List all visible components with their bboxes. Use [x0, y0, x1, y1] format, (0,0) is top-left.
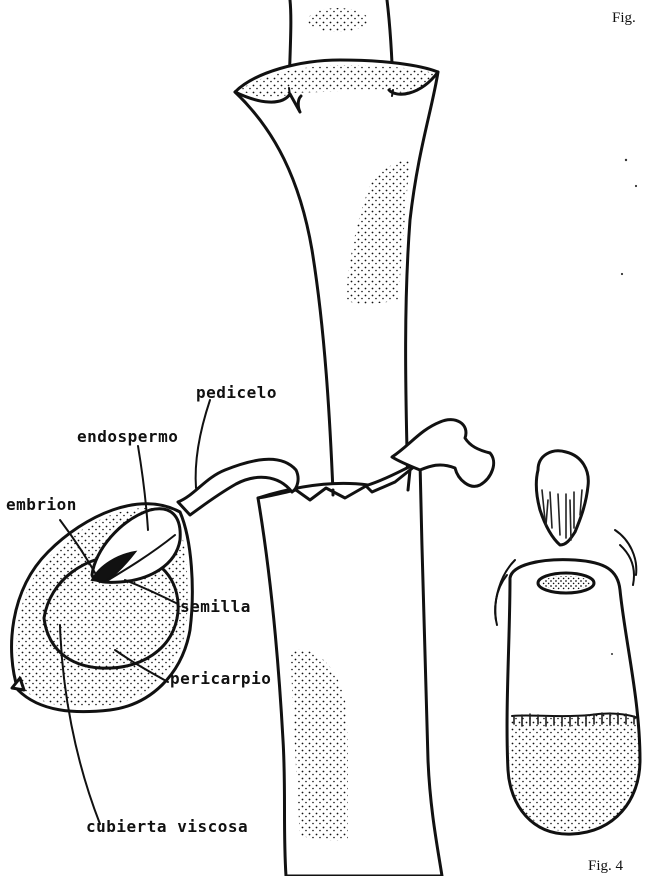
leader-pedicelo [196, 400, 210, 488]
label-embrion: embrion [6, 495, 77, 514]
label-cubierta-viscosa: cubierta viscosa [86, 817, 248, 836]
germinating-fruit [495, 451, 640, 834]
label-pedicelo: pedicelo [196, 383, 277, 402]
label-semilla: semilla [180, 597, 251, 616]
figure-label-bottom: Fig. 4 [588, 858, 624, 874]
label-pericarpio: pericarpio [170, 669, 271, 688]
host-branch [235, 0, 442, 876]
figure-label-top: Fig. [612, 10, 636, 26]
label-endospermo: endospermo [77, 427, 178, 446]
